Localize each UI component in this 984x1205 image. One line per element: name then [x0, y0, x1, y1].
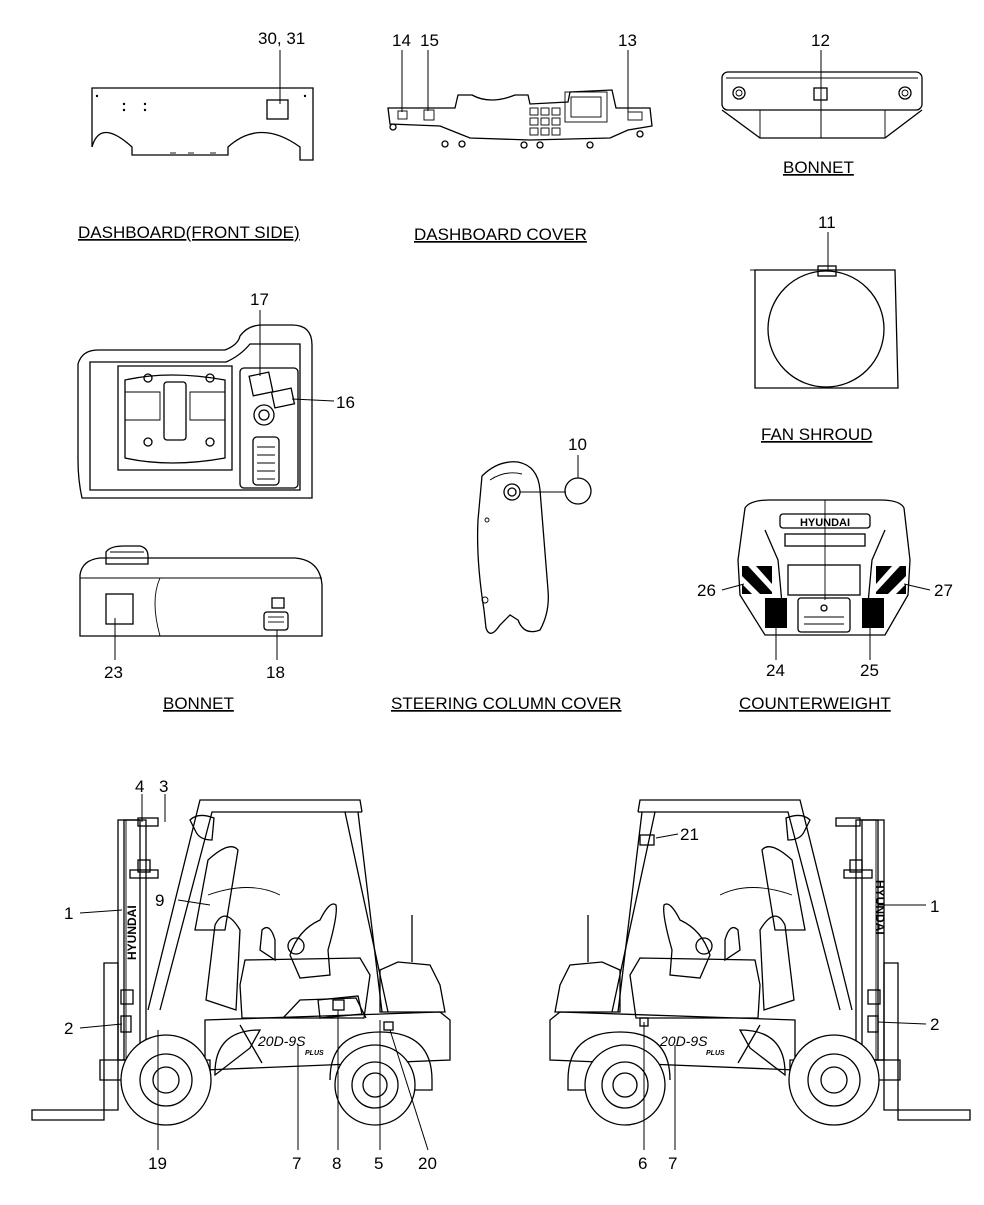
forklift-right-view: HYUNDAI 20D-9S PLUS	[549, 799, 971, 1150]
dashboard-cover-drawing	[387, 50, 653, 149]
callout-24: 24	[766, 661, 785, 680]
callout-23: 23	[104, 663, 123, 682]
callout-11: 11	[818, 213, 836, 232]
callout-8: 8	[332, 1154, 341, 1173]
section-title-bonnet-side: BONNET	[163, 694, 234, 713]
section-title-steering-column-cover: STEERING COLUMN COVER	[391, 694, 621, 713]
callout-19: 19	[148, 1154, 167, 1173]
model-badge-right: 20D-9S	[659, 1033, 708, 1049]
section-title-dashboard-front: DASHBOARD(FRONT SIDE)	[78, 223, 300, 242]
callout-6: 6	[638, 1154, 647, 1173]
callout-15: 15	[420, 31, 439, 50]
callout-1-right: 1	[930, 897, 939, 916]
callout-2-right: 2	[930, 1015, 939, 1034]
callout-16: 16	[336, 393, 355, 412]
callout-14: 14	[392, 31, 411, 50]
section-title-dashboard-cover: DASHBOARD COVER	[414, 225, 587, 244]
callout-20: 20	[418, 1154, 437, 1173]
section-title-counterweight: COUNTERWEIGHT	[739, 694, 891, 713]
callout-5: 5	[374, 1154, 383, 1173]
bonnet-large-drawing	[77, 310, 335, 499]
section-title-bonnet-top: BONNET	[783, 158, 854, 177]
model-sub-badge-left: PLUS	[305, 1050, 324, 1057]
callout-4: 4	[135, 777, 144, 796]
callout-7-right: 7	[668, 1154, 677, 1173]
callout-3: 3	[159, 777, 168, 796]
callout-13: 13	[618, 31, 637, 50]
callout-9: 9	[155, 891, 164, 910]
bonnet-side-drawing	[79, 545, 323, 660]
callout-12: 12	[811, 31, 830, 50]
callout-1-left: 1	[64, 904, 73, 923]
switch-panel	[529, 107, 561, 136]
callout-27: 27	[934, 581, 953, 600]
callout-10: 10	[568, 435, 587, 454]
callout-18: 18	[266, 663, 285, 682]
forklift-left-view: HYUNDAI 20D-9S PLUS	[31, 794, 451, 1151]
mast-brand-left: HYUNDAI	[125, 905, 139, 960]
model-sub-badge-right: PLUS	[706, 1050, 725, 1057]
callout-30-31: 30, 31	[258, 29, 305, 48]
callout-17: 17	[250, 290, 269, 309]
callout-7-left: 7	[292, 1154, 301, 1173]
model-badge-left: 20D-9S	[257, 1033, 306, 1049]
counterweight-drawing: HYUNDAI	[721, 499, 931, 660]
callout-21: 21	[680, 825, 699, 844]
section-title-fan-shroud: FAN SHROUD	[761, 425, 872, 444]
callout-26: 26	[697, 581, 716, 600]
mast-brand-right: HYUNDAI	[873, 880, 887, 935]
bonnet-top-drawing	[721, 50, 923, 139]
callout-25: 25	[860, 661, 879, 680]
steering-column-cover-drawing	[476, 455, 592, 634]
callout-2-left: 2	[64, 1019, 73, 1038]
fan-shroud-drawing	[750, 232, 899, 389]
dashboard-front-drawing	[91, 50, 314, 161]
